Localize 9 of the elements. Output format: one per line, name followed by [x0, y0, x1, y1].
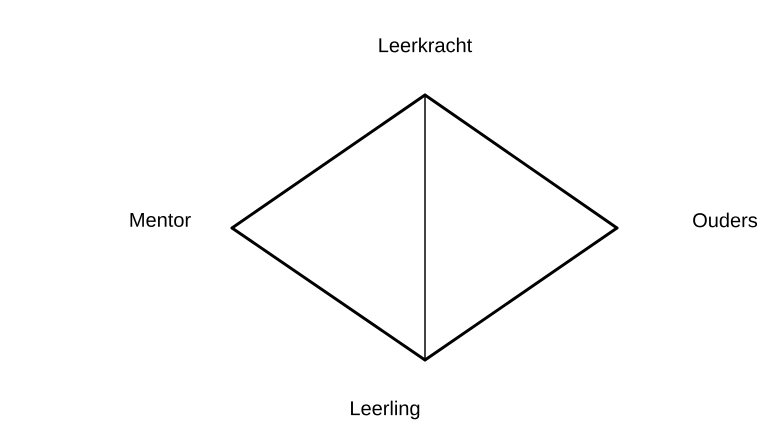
node-label: Ouders — [693, 212, 758, 228]
node-label: Mentor — [130, 213, 191, 227]
connector-line — [424, 94, 426, 361]
connector-line — [230, 94, 426, 230]
connector-line — [230, 226, 426, 362]
connector-line — [424, 226, 618, 362]
node-label: Leerling — [351, 400, 420, 420]
connector-line — [424, 94, 618, 230]
node-label: Leerkracht — [379, 38, 472, 52]
